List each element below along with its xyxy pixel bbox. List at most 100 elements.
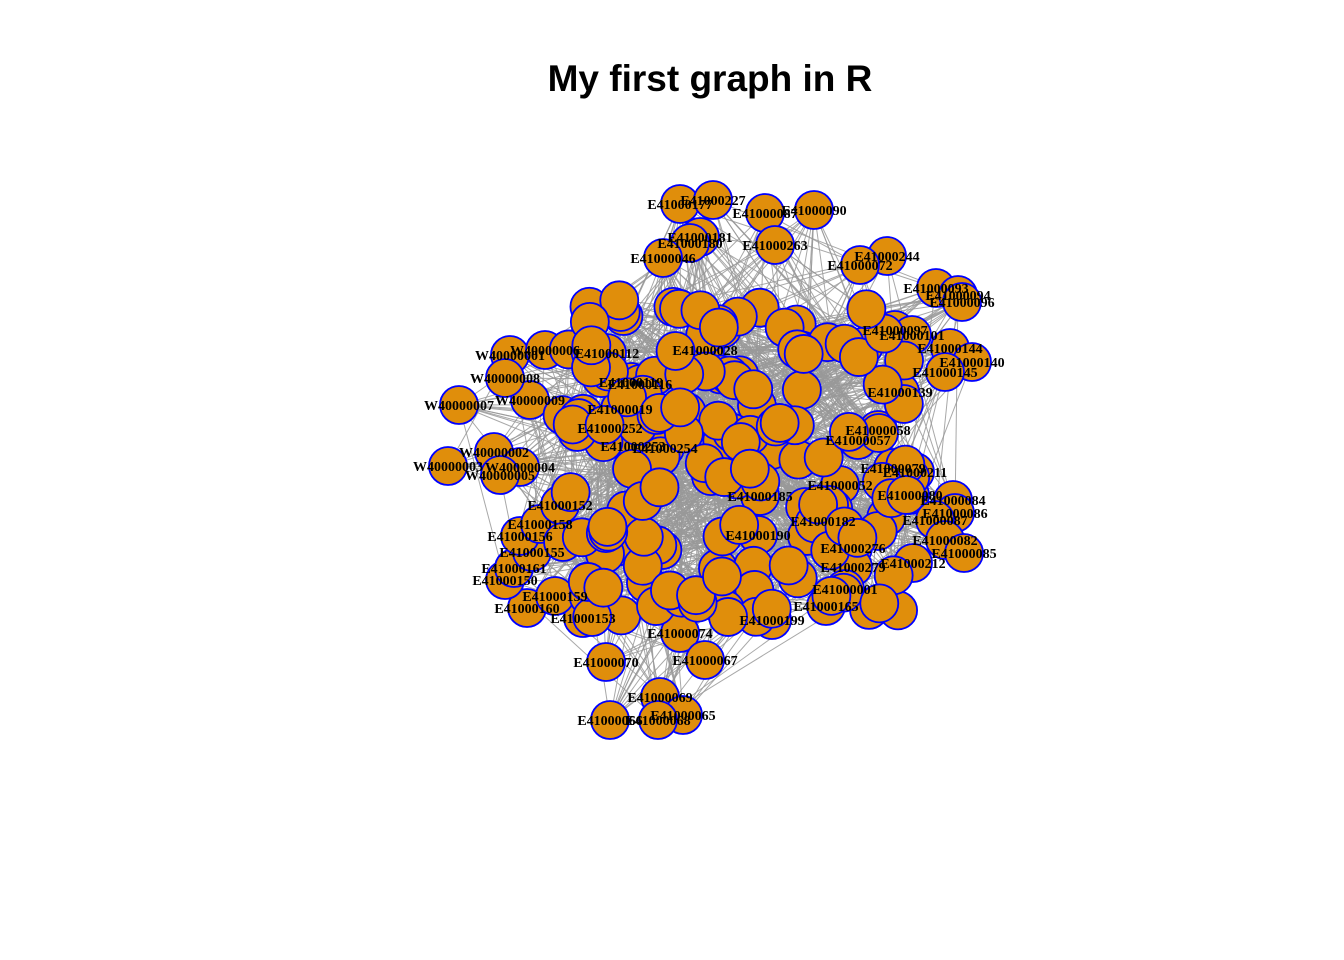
vertex-label: E41000182 bbox=[790, 515, 855, 530]
graph-edge bbox=[458, 404, 506, 581]
vertex-label: E41000152 bbox=[527, 499, 592, 514]
vertex-label: E41000028 bbox=[672, 344, 737, 359]
graph-vertex-unlabeled bbox=[583, 567, 624, 608]
graph-vertex-unlabeled bbox=[859, 583, 900, 624]
vertex-label: E41000090 bbox=[781, 204, 846, 219]
vertex-label: W40000001 bbox=[475, 349, 545, 364]
graph-vertex-unlabeled bbox=[607, 377, 647, 418]
graph-vertex-unlabeled bbox=[698, 307, 739, 348]
graph-vertex-unlabeled bbox=[587, 506, 628, 547]
vertex-label: W40000004 bbox=[485, 461, 555, 476]
vertex-label: E41000140 bbox=[939, 356, 1004, 371]
graph-vertex-unlabeled bbox=[660, 387, 701, 428]
vertex-label: E41000276 bbox=[820, 542, 885, 557]
graph-vertex-unlabeled bbox=[719, 504, 760, 545]
graph-vertex-unlabeled bbox=[803, 437, 844, 478]
vertex-label: E41000087 bbox=[732, 207, 797, 222]
vertex-label: E41000072 bbox=[827, 259, 892, 274]
vertex-label: E41000066 bbox=[577, 714, 642, 729]
graph-vertex bbox=[794, 190, 834, 230]
vertex-label: E41000019 bbox=[587, 403, 652, 418]
graph-vertex bbox=[480, 455, 520, 495]
graph-vertex-unlabeled bbox=[768, 545, 809, 586]
vertex-label: W40000005 bbox=[465, 469, 535, 484]
vertex-label: E41000093 bbox=[903, 282, 968, 297]
vertex-label: E41000158 bbox=[507, 518, 572, 533]
vertex-label: E41000085 bbox=[931, 547, 996, 562]
graph-vertex-unlabeled bbox=[846, 289, 887, 330]
vertex-label: E41000212 bbox=[880, 557, 945, 572]
graph-vertex-unlabeled bbox=[623, 516, 664, 557]
graph-edge bbox=[662, 257, 850, 433]
vertex-label: E41000139 bbox=[867, 386, 932, 401]
vertex-label: E41000119 bbox=[599, 376, 664, 391]
graph-vertex-unlabeled bbox=[829, 411, 869, 452]
graph-vertex bbox=[755, 225, 795, 265]
vertex-label: E41000145 bbox=[912, 366, 977, 381]
vertex-label: E41000159 bbox=[522, 590, 587, 605]
graph-vertex-unlabeled bbox=[550, 472, 591, 513]
vertex-label: E41000180 bbox=[657, 237, 722, 252]
graph-vertex-unlabeled bbox=[599, 280, 640, 321]
graph-title: My first graph in R bbox=[547, 58, 873, 99]
graph-vertex-unlabeled bbox=[838, 337, 879, 377]
graph-vertex bbox=[693, 180, 733, 220]
vertex-label: E41000082 bbox=[912, 534, 977, 549]
vertex-label: E41000199 bbox=[739, 614, 804, 629]
vertex-label: W40000007 bbox=[424, 399, 494, 414]
vertex-label: E41000084 bbox=[920, 494, 985, 509]
graph-vertex bbox=[925, 352, 965, 392]
vertex-label: E41000253 bbox=[600, 440, 665, 455]
graph-vertex-unlabeled bbox=[811, 575, 852, 616]
vertex-label: E41000116 bbox=[608, 378, 673, 393]
graph-vertex-unlabeled bbox=[702, 556, 742, 597]
vertex-label: E41000177 bbox=[647, 198, 712, 213]
graph-vertex bbox=[510, 380, 550, 420]
vertex-label: E41000096 bbox=[929, 296, 994, 311]
graph-vertex-unlabeled bbox=[783, 334, 824, 374]
vertex-label: E41000001 bbox=[812, 583, 877, 598]
graph-vertex-unlabeled bbox=[751, 588, 792, 629]
vertex-label: E41000086 bbox=[922, 507, 987, 522]
graph-vertex-unlabeled bbox=[862, 364, 903, 405]
vertex-label: E41000094 bbox=[925, 289, 990, 304]
vertices-layer bbox=[428, 180, 992, 740]
labels-layer: E41000177E41000227E41000087E41000090E410… bbox=[413, 194, 1005, 729]
graph-vertex-unlabeled bbox=[837, 517, 878, 558]
graph-vertex bbox=[643, 238, 683, 278]
vertex-label: E41000074 bbox=[647, 627, 712, 642]
graph-vertex-unlabeled bbox=[886, 475, 927, 515]
graph-vertex-unlabeled bbox=[571, 325, 612, 366]
vertex-label: E41000101 bbox=[879, 329, 944, 344]
vertex-label: W40000002 bbox=[459, 446, 529, 461]
vertex-label: E41000165 bbox=[793, 600, 858, 615]
vertex-label: E41000067 bbox=[672, 654, 737, 669]
graph-vertex-unlabeled bbox=[733, 369, 774, 410]
graph-vertex bbox=[685, 640, 725, 680]
vertex-label: E41000155 bbox=[499, 546, 564, 561]
graph-vertex bbox=[439, 385, 479, 425]
vertex-label: E41000279 bbox=[820, 561, 885, 576]
graph-edge bbox=[712, 199, 798, 325]
vertex-label: W40000006 bbox=[510, 344, 580, 359]
graph-edge bbox=[609, 605, 657, 721]
vertex-label: E41000068 bbox=[625, 714, 690, 729]
graph-vertex bbox=[428, 446, 468, 486]
vertex-label: E41000057 bbox=[825, 434, 890, 449]
graph-vertex bbox=[942, 282, 982, 322]
vertex-label: E41000065 bbox=[650, 709, 715, 724]
vertex-label: E41000161 bbox=[481, 562, 546, 577]
vertex-label: E41000080 bbox=[877, 489, 942, 504]
vertex-label: E41000150 bbox=[472, 574, 537, 589]
graph-vertex bbox=[840, 245, 880, 285]
graph-vertex-unlabeled bbox=[781, 369, 822, 410]
vertex-label: E41000052 bbox=[807, 479, 872, 494]
vertex-label: E41000181 bbox=[667, 231, 732, 246]
vertex-label: E41000211 bbox=[883, 466, 948, 481]
vertex-label: E41000185 bbox=[727, 490, 792, 505]
vertex-label: E41000097 bbox=[862, 324, 927, 339]
vertex-label: E41000112 bbox=[575, 347, 640, 362]
vertex-label: E41000069 bbox=[627, 691, 692, 706]
graph-vertex bbox=[944, 533, 984, 573]
